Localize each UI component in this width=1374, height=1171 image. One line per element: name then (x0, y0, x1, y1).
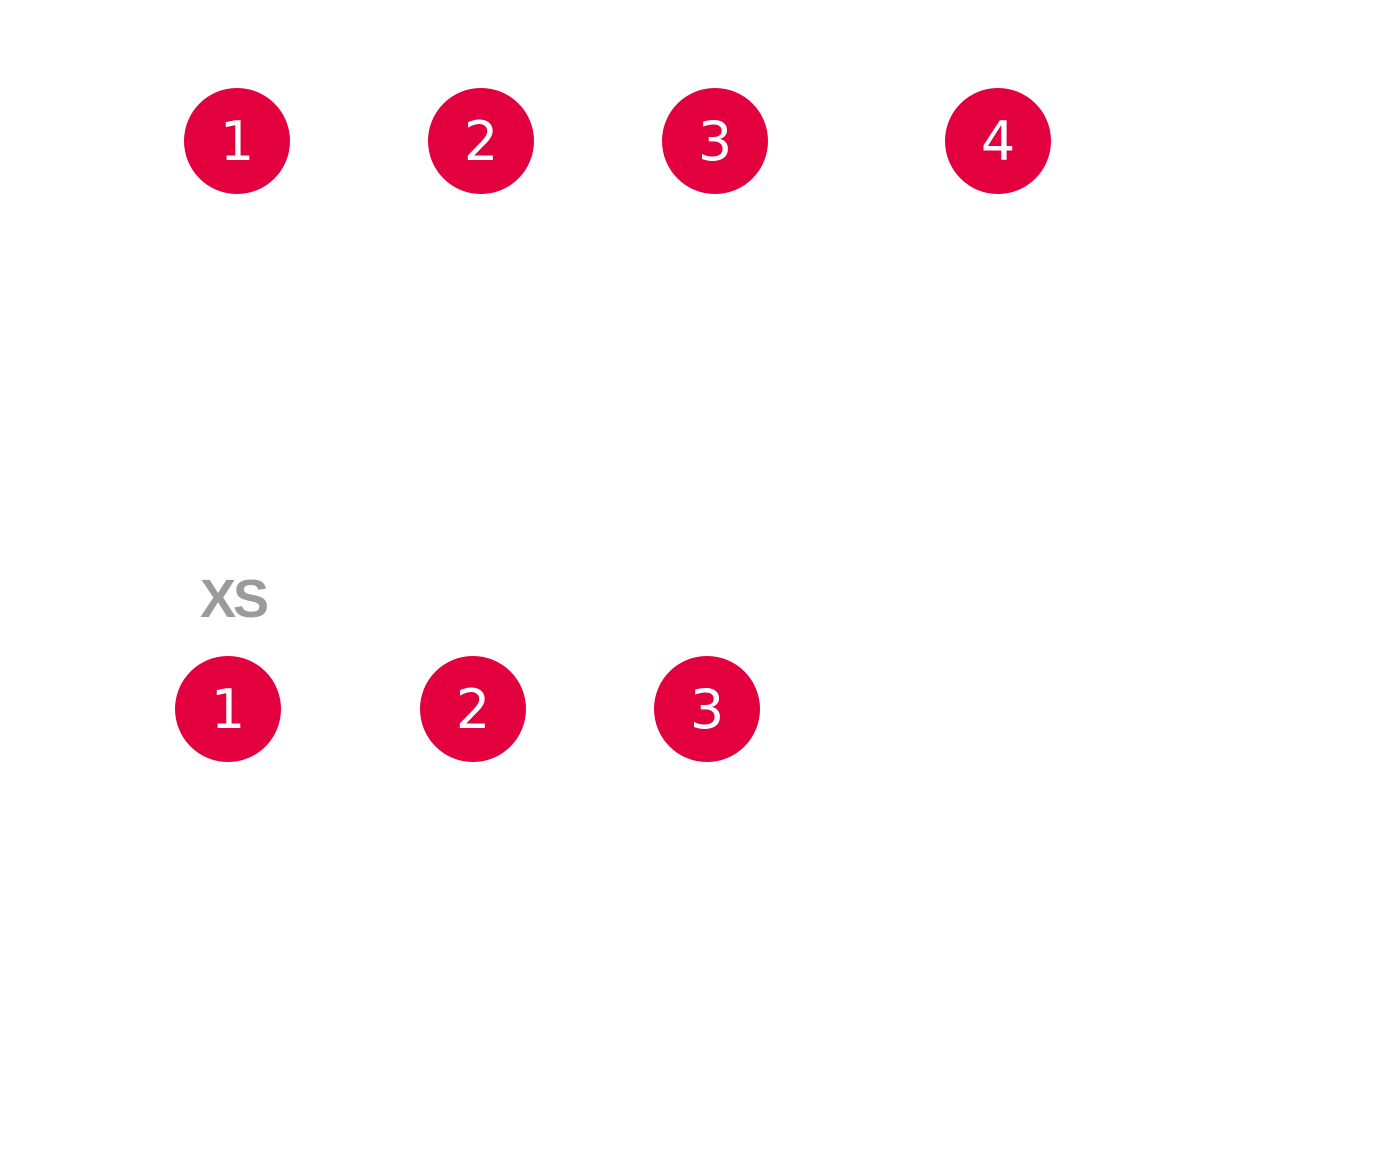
step-badge-xs-2: 2 (420, 656, 526, 762)
step-badge-xs-3: 3 (654, 656, 760, 762)
step-badge-xs-1: 1 (175, 656, 281, 762)
size-label-xs: XS (200, 569, 269, 629)
step-badge-2: 2 (428, 88, 534, 194)
step-badge-4: 4 (945, 88, 1051, 194)
step-badge-3: 3 (662, 88, 768, 194)
step-badge-1: 1 (184, 88, 290, 194)
